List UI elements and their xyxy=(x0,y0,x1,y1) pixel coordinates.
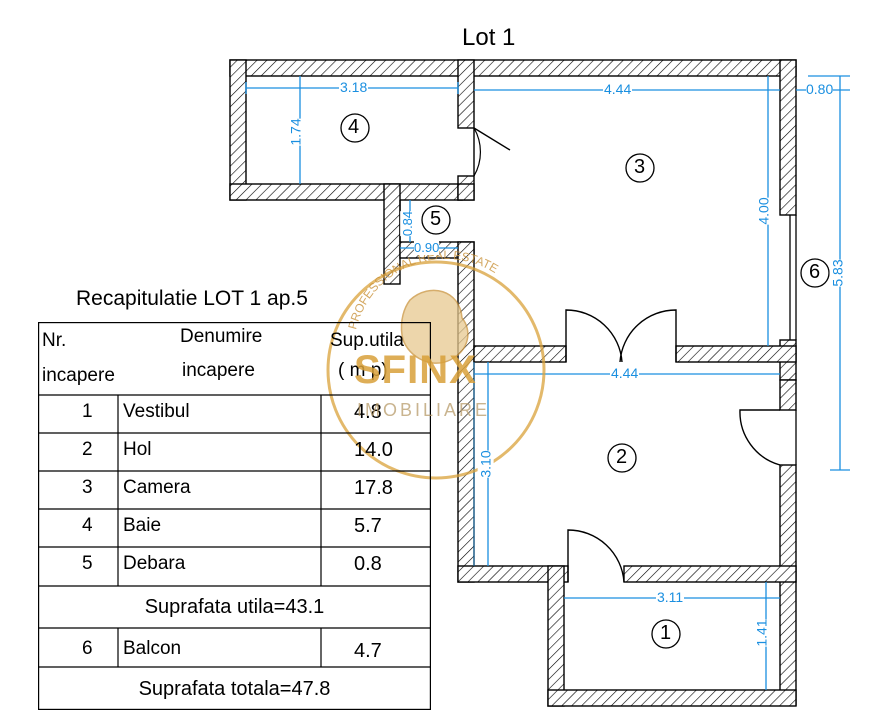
row-nr: 4 xyxy=(82,515,93,536)
recap-table: Nr. incapere Denumire incapere Sup.utila… xyxy=(38,322,431,710)
row-name: Camera xyxy=(123,477,191,498)
balcony-outline xyxy=(789,215,797,465)
dim-balcony-width: 0.80 xyxy=(806,81,834,97)
header-area-line1: Sup.utila xyxy=(330,330,404,351)
header-nr-line2: incapere xyxy=(42,365,115,386)
watermark-logo xyxy=(326,260,546,480)
row-name: Vestibul xyxy=(123,401,190,422)
row-area: 4.8 xyxy=(354,401,382,423)
room-circles xyxy=(340,113,830,649)
room-marker-5: 5 xyxy=(430,208,442,230)
header-name-line1: Denumire xyxy=(180,326,263,347)
dim-room2-height: 3.10 xyxy=(477,450,494,478)
row-nr: 5 xyxy=(82,553,93,574)
room-marker-2: 2 xyxy=(616,446,628,468)
room-marker-4: 4 xyxy=(348,116,360,138)
row-area: 0.8 xyxy=(354,553,382,575)
row-name: Baie xyxy=(123,515,162,536)
balcony-area: 4.7 xyxy=(354,640,382,662)
dim-room1-width: 3.11 xyxy=(656,589,685,605)
room-marker-6: 6 xyxy=(809,261,821,283)
watermark-sub: IMOBILIARE xyxy=(357,400,491,420)
dim-room2-width: 4.44 xyxy=(610,365,640,381)
table-grid xyxy=(38,322,431,710)
row-name: Debara xyxy=(123,553,186,574)
dim-balcony-length: 5.83 xyxy=(829,259,846,287)
row-area: 5.7 xyxy=(354,515,382,537)
header-nr-line1: Nr. xyxy=(42,330,67,351)
watermark-brand: SFINX xyxy=(354,348,477,392)
balcony-name: Balcon xyxy=(123,638,182,659)
plan-title: Lot 1 xyxy=(462,24,516,51)
dim-room5-height: 0.84 xyxy=(400,210,416,237)
sphinx-icon xyxy=(400,289,469,364)
dim-room1-height: 1.41 xyxy=(753,619,770,647)
dim-room5-width: 0.90 xyxy=(414,240,440,255)
useful-total: Suprafata utila=43.1 xyxy=(144,596,325,618)
header-area-line2: ( m p) xyxy=(338,360,388,381)
room-marker-1: 1 xyxy=(660,622,672,644)
dim-room4-height: 1.74 xyxy=(287,118,304,146)
header-name-line2: incapere xyxy=(182,360,255,381)
grand-total: Suprafata totala=47.8 xyxy=(138,678,331,700)
row-nr: 1 xyxy=(82,401,93,422)
doors xyxy=(399,127,781,583)
row-area: 14.0 xyxy=(354,439,393,461)
balcony-nr: 6 xyxy=(82,638,93,659)
row-area: 17.8 xyxy=(354,477,393,499)
row-nr: 2 xyxy=(82,439,93,460)
dim-room4-width: 3.18 xyxy=(339,79,369,95)
dim-room3-width: 4.44 xyxy=(603,81,633,97)
dim-room3-height: 4.00 xyxy=(755,197,772,225)
room-marker-3: 3 xyxy=(634,156,646,178)
recap-title: Recapitulatie LOT 1 ap.5 xyxy=(76,287,308,310)
row-name: Hol xyxy=(123,439,152,460)
row-nr: 3 xyxy=(82,477,93,498)
